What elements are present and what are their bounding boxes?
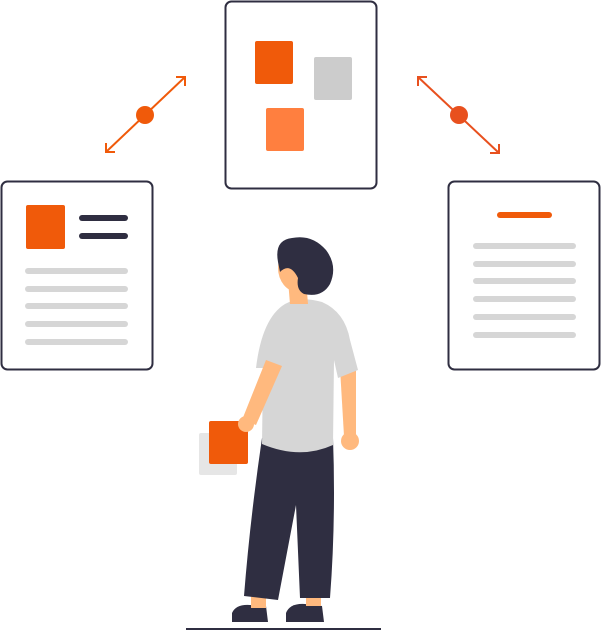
orange-square-icon	[26, 205, 65, 249]
double-arrow-icon	[105, 76, 186, 153]
gray-square-icon	[314, 57, 352, 100]
orange-square-icon	[266, 108, 304, 151]
hair	[277, 237, 334, 295]
left-arm	[242, 360, 282, 425]
left-shoe	[232, 604, 268, 622]
right-arm	[340, 368, 356, 436]
arrow-head	[490, 144, 500, 154]
connector-dot	[136, 106, 154, 124]
arrow-head	[417, 76, 427, 86]
right-card-frame	[447, 180, 601, 371]
orange-square-icon	[255, 41, 293, 84]
arrow-head	[105, 143, 115, 153]
orange-square-icon	[209, 421, 248, 464]
right-shoe	[286, 603, 324, 622]
left-card	[0, 180, 154, 371]
connector-dot	[450, 106, 468, 124]
arrow-head	[176, 76, 186, 86]
top-card-frame	[224, 0, 378, 190]
pants	[244, 438, 334, 600]
left-hand	[238, 416, 254, 432]
right-hand	[341, 432, 359, 450]
person-figure	[199, 237, 359, 622]
double-arrow-icon	[417, 76, 500, 154]
top-card	[224, 0, 378, 190]
shirt	[256, 299, 358, 453]
right-card	[447, 180, 601, 371]
